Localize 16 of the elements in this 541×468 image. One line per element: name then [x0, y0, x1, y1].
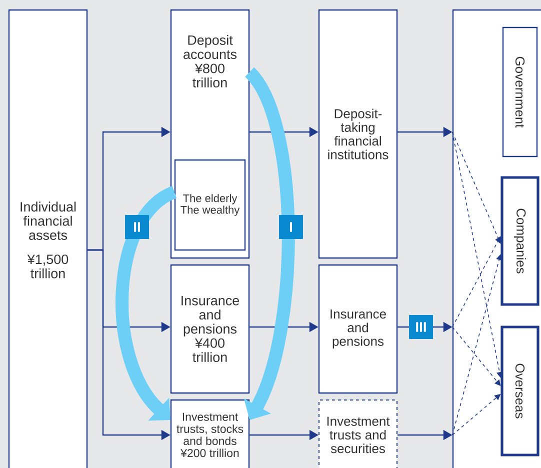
destination-box: Companies: [500, 176, 540, 306]
dashed-arrow: [452, 326, 501, 386]
investment-box: Investment trusts, stocks and bonds ¥200 trillion: [170, 399, 250, 468]
institution-box: Deposit-taking financial institutions: [318, 9, 398, 259]
insurance-box: Insurance and pensions ¥400 trillion: [170, 264, 250, 394]
dashed-arrow: [452, 254, 502, 436]
edge-label: I: [279, 215, 303, 239]
edge-label: II: [125, 215, 149, 239]
edge-label: III: [409, 315, 433, 339]
destination-box: Overseas: [500, 326, 540, 456]
institution-box: Insurance and pensions: [318, 264, 398, 394]
group-box: The elderly The wealthy: [174, 159, 246, 251]
destination-box: Government: [502, 26, 538, 158]
dashed-arrow: [452, 236, 501, 328]
institution-box: Investment trusts and securities: [318, 400, 398, 468]
asset-box: Individual financial assets ¥1,500 trillion: [8, 9, 88, 468]
